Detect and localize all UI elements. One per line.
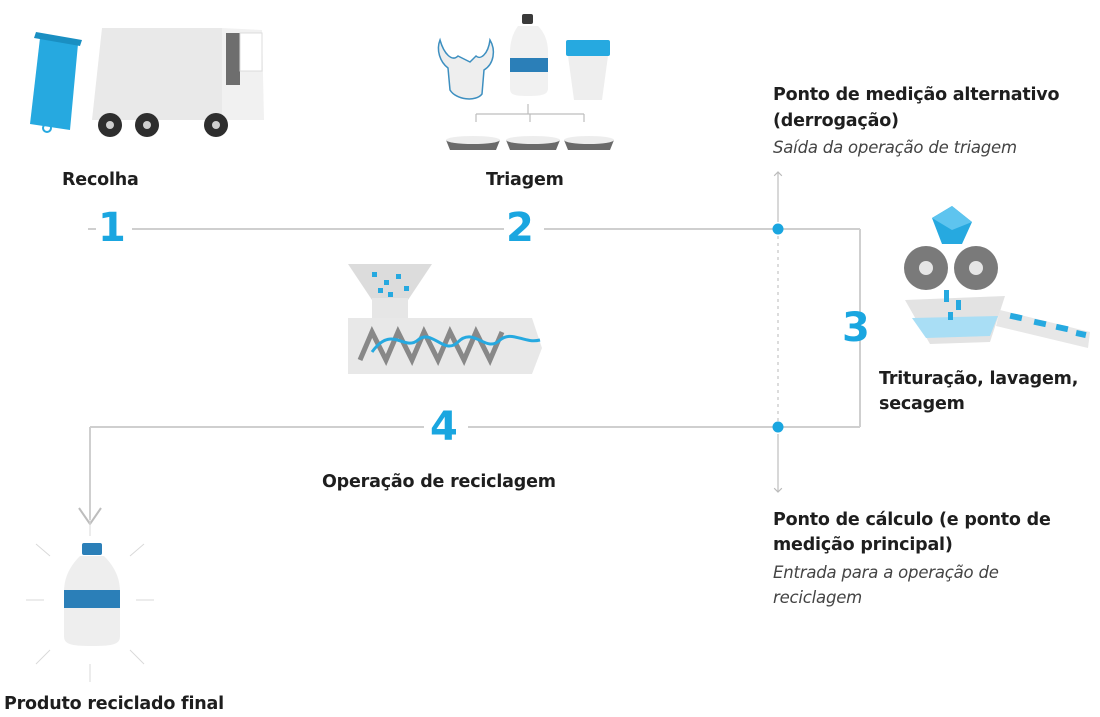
calc-point-note-line2: reciclagem [773, 588, 863, 607]
alt-point-title-line1: Ponto de medição alternativo [773, 85, 1060, 105]
truck-illustration [30, 28, 264, 137]
step-4-label: Operação de reciclagem [322, 472, 556, 492]
step-1-label: Recolha [62, 170, 139, 190]
calc-point-note-line1: Entrada para a operação de [773, 563, 999, 582]
alt-point-title-line2: (derrogação) [773, 111, 899, 131]
final-product-label: Produto reciclado final [4, 694, 224, 714]
step-3-number: 3 [842, 305, 870, 351]
extruder-illustration [348, 264, 542, 374]
step-3-label-line1: Trituração, lavagem, [879, 369, 1079, 389]
calc-point-title-line2: medição principal) [773, 535, 953, 555]
calc-measure-point [772, 421, 784, 433]
step-1-number: 1 [98, 205, 126, 251]
flow-lines [88, 228, 861, 520]
sorting-illustration [437, 14, 614, 150]
alt-point-note: Saída da operação de triagem [773, 138, 1017, 157]
step-3-label-line2: secagem [879, 394, 965, 414]
calc-point-title-line1: Ponto de cálculo (e ponto de [773, 510, 1051, 530]
shredder-illustration [904, 206, 1090, 348]
step-4-number: 4 [430, 404, 458, 450]
step-2-number: 2 [506, 205, 534, 251]
final-bottle-illustration [26, 518, 154, 682]
alt-measure-point [772, 223, 784, 235]
step-2-label: Triagem [486, 170, 564, 190]
